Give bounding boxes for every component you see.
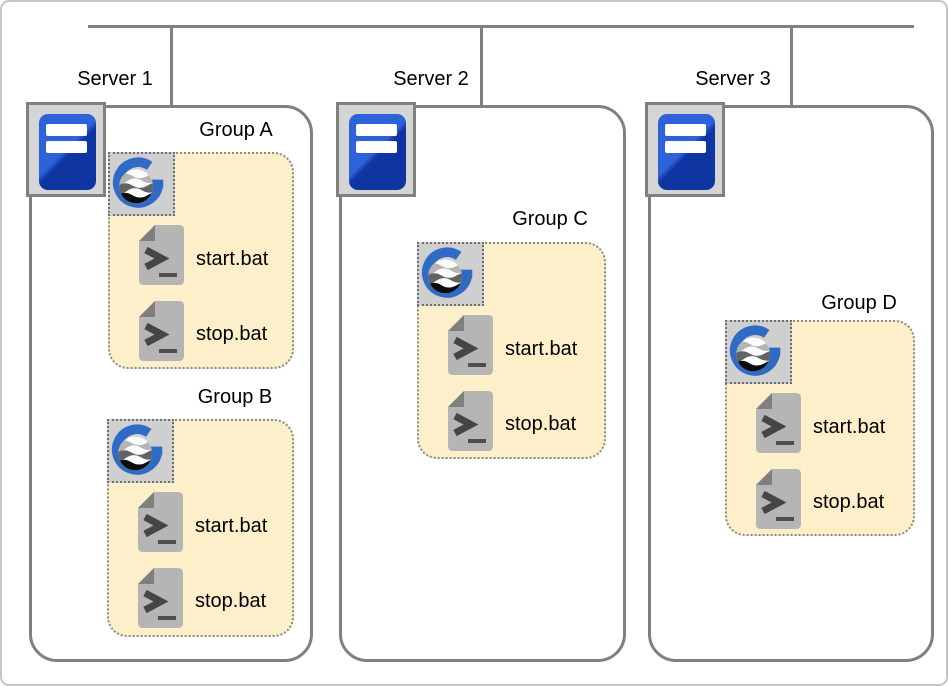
file-label: start.bat <box>196 248 269 270</box>
batch-script-icon <box>447 390 494 452</box>
tower-slot <box>46 141 87 153</box>
file-label: start.bat <box>813 416 886 438</box>
tower-slot <box>356 124 397 136</box>
server-tower-icon <box>645 102 725 197</box>
group-d-label: Group D <box>821 292 897 314</box>
batch-script-icon <box>755 468 802 530</box>
group-c-label: Group C <box>512 208 588 230</box>
tower-slot <box>665 124 706 136</box>
file-label: stop.bat <box>813 491 885 513</box>
tower-slot <box>356 141 397 153</box>
server1-label: Server 1 <box>77 68 153 90</box>
server3-connector-line <box>790 25 793 105</box>
file-label: start.bat <box>195 515 268 537</box>
batch-script-icon <box>447 314 494 376</box>
batch-script-icon <box>138 224 185 286</box>
batch-script-icon <box>138 300 185 362</box>
group-a-box: start.bat stop.bat <box>108 152 294 369</box>
tower-slot <box>46 124 87 136</box>
group-b-box: start.bat stop.bat <box>107 419 294 637</box>
tower-body <box>658 114 715 190</box>
tower-body <box>349 114 406 190</box>
network-trunk-line <box>88 25 914 28</box>
tower-slot <box>665 141 706 153</box>
batch-script-icon <box>755 392 802 454</box>
file-label: stop.bat <box>196 323 268 345</box>
server2-label: Server 2 <box>393 68 469 90</box>
geoserver-logo-icon <box>107 419 174 483</box>
server-tower-icon <box>336 102 416 197</box>
file-label: stop.bat <box>505 413 577 435</box>
server-tower-icon <box>26 102 106 197</box>
server2-connector-line <box>480 25 483 105</box>
server1-connector-line <box>170 25 173 105</box>
file-label: start.bat <box>505 338 578 360</box>
tower-body <box>39 114 96 190</box>
group-c-box: start.bat stop.bat <box>417 242 606 459</box>
group-d-box: start.bat stop.bat <box>725 320 915 536</box>
file-label: stop.bat <box>195 590 267 612</box>
geoserver-logo-icon <box>725 320 792 384</box>
batch-script-icon <box>137 491 184 553</box>
group-b-label: Group B <box>197 386 273 408</box>
batch-script-icon <box>137 567 184 629</box>
server3-label: Server 3 <box>695 68 771 90</box>
geoserver-logo-icon <box>417 242 484 306</box>
group-a-label: Group A <box>199 119 273 141</box>
geoserver-logo-icon <box>108 152 175 216</box>
